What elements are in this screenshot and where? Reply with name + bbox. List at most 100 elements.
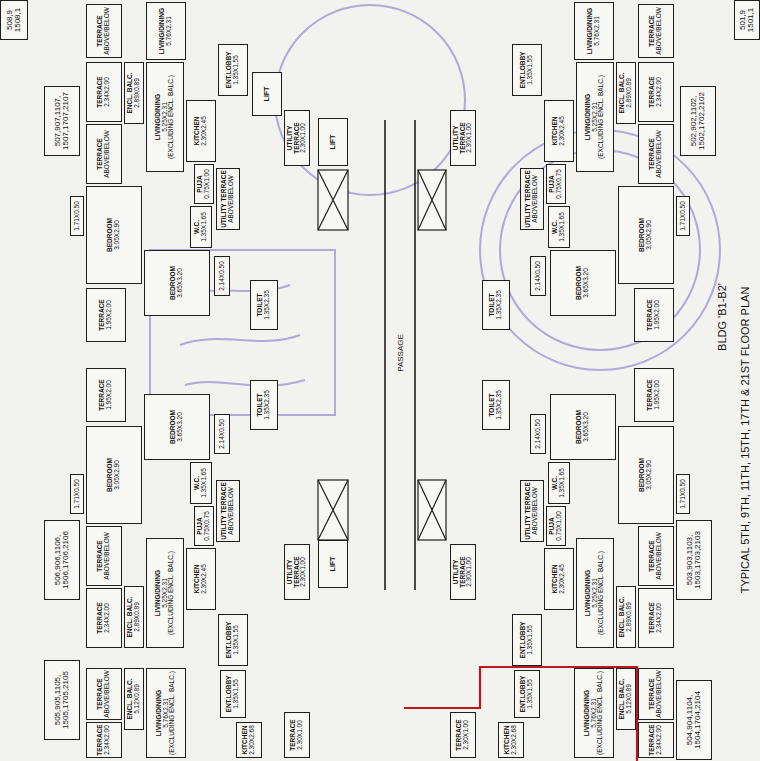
room-name: TERRACE (649, 76, 656, 107)
room-dimension: 2.30X2.45 (201, 116, 208, 146)
ledge-box: 1.71X0.50 (70, 196, 84, 236)
dimension: 2.14X0.50 (219, 419, 226, 449)
room-name: LIVING/DINING (585, 570, 592, 616)
shaft (418, 480, 446, 540)
room-name: KITCHEN (194, 117, 201, 146)
flat-numbers: 508,9 1508,1 (6, 2, 23, 38)
room-name: TERRACE (456, 719, 463, 750)
shaft-cross (318, 480, 348, 540)
room-box: W.C.1.35X1.65 (190, 462, 212, 504)
dimension: 2.14X0.50 (535, 261, 542, 291)
room-box: BEDROOM3.05X2.90 (618, 426, 674, 524)
unit-number-box: 508,9 1508,1 (0, 0, 28, 40)
room-dimension: ABOVE/BELOW (656, 130, 663, 178)
room-box: TERRACEABOVE/BELOW (638, 526, 674, 586)
room-dimension: ABOVE/BELOW (228, 175, 235, 223)
room-name: ENT.LOBBY (226, 676, 233, 713)
room-name: TERRACE (97, 76, 104, 107)
room-name: ENCL. BALC. (127, 72, 134, 113)
room-box: ENT.LOBBY1.35X1.55 (218, 44, 248, 96)
ledge-box: 1.71X0.50 (70, 474, 84, 514)
room-dimension: 2.89X0.89 (626, 78, 633, 108)
shaft-cross (318, 170, 348, 230)
shaft-cross (418, 480, 446, 540)
room-box: KITCHEN2.30X2.45 (186, 100, 216, 162)
room-dimension: ABOVE/BELOW (228, 487, 235, 535)
room-name: PUJA (197, 175, 204, 192)
room-box: W.C.1.35X1.65 (548, 462, 570, 504)
room-box: TOILET1.35X2.35 (482, 380, 510, 430)
flat-numbers: 504,904,1104, 1504,1704,2104 (686, 682, 703, 758)
room-name: LIVING/DINING (159, 8, 166, 54)
room-dimension: 5.76X2.31 (163, 698, 170, 728)
room-name: KITCHEN (552, 117, 559, 146)
ledge-box: 2.14X0.50 (214, 414, 230, 454)
room-dimension: 3.05X2.90 (646, 220, 653, 250)
room-box: KITCHEN2.30X2.45 (544, 548, 574, 610)
wall-line (384, 120, 386, 590)
flat-numbers: 507,907,1107, 1507,1707,2107 (54, 88, 71, 154)
room-dimension: 3.65X3.20 (177, 268, 184, 298)
room-name: BEDROOM (576, 266, 583, 300)
room-box: ENT.LOBBY1.35X1.55 (220, 670, 246, 718)
room-name: ENT.LOBBY (520, 676, 527, 713)
room-box: LIVING/DINING5.76X2.31(EXCLUDING ENCL. B… (146, 668, 186, 758)
room-box: TERRACEABOVE/BELOW (638, 124, 674, 184)
room-box: ENCL. BALC.2.89X0.89 (124, 586, 144, 648)
room-dimension: (EXCLUDING ENCL. BALC.) (598, 75, 605, 159)
shaft (318, 170, 348, 230)
room-box: TERRACEABOVE/BELOW (638, 4, 674, 58)
room-name: BEDROOM (170, 410, 177, 444)
room-dimension: 2.30X2.45 (559, 116, 566, 146)
room-name: TERRACE (647, 379, 654, 410)
room-name: TERRACE (97, 540, 104, 571)
lift-box: LIFT (318, 118, 348, 166)
room-box: BEDROOM3.05X2.90 (618, 186, 674, 284)
room-name: BEDROOM (639, 458, 646, 492)
room-name: KITCHEN (504, 726, 511, 755)
room-dimension: 0.75X0.75 (556, 169, 563, 199)
room-dimension: (EXCLUDING ENCL. BALC.) (598, 551, 605, 635)
unit-number-box: 506,906,1106, 1506,1706,2106 (44, 520, 80, 600)
room-name: LIVING/DINING (156, 690, 163, 736)
room-name: TOILET (257, 394, 264, 417)
dimension: 1.71X0.50 (680, 479, 687, 509)
unit-number-box: 507,907,1107, 1507,1707,2107 (44, 86, 80, 156)
room-name: KITCHEN (552, 565, 559, 594)
room-box: ENT.LOBBY1.35X1.55 (512, 614, 542, 666)
room-name: ENT.LOBBY (226, 52, 233, 89)
room-name: TERRACE (99, 299, 106, 330)
room-box: TERRACE2.34X2.00 (638, 722, 674, 758)
room-box: LIVING/DINING5.76X2.31(EXCLUDING ENCL. B… (574, 668, 614, 758)
room-box: TOILET1.35X2.35 (250, 280, 278, 330)
unit-number-box: 501,9 1501,1 (734, 0, 760, 40)
ledge-box: 2.14X0.50 (214, 256, 230, 296)
room-name: LIVING/DINING (584, 690, 591, 736)
room-dimension: 2.30X2.68 (249, 725, 256, 755)
room-name: LIVING/DINING (155, 570, 162, 616)
room-dimension: 1.35X1.55 (233, 679, 240, 709)
room-dimension: 1.35X1.55 (527, 679, 534, 709)
room-dimension: 2.34X2.00 (656, 725, 663, 755)
room-box: KITCHEN2.30X2.45 (544, 100, 574, 162)
room-box: BEDROOM3.65X3.20 (550, 394, 616, 460)
room-box: TERRACE2.30X1.00 (284, 712, 310, 758)
ledge-box: 2.14X0.50 (530, 414, 546, 454)
room-dimension: 2.30X1.00 (466, 123, 473, 153)
room-box: TERRACE2.30X1.00 (450, 712, 476, 758)
room-name: TERRACE (649, 724, 656, 755)
room-dimension: ABOVE/BELOW (656, 7, 663, 55)
room-name: BEDROOM (107, 458, 114, 492)
room-dimension: ABOVE/BELOW (104, 7, 111, 55)
room-dimension: ABOVE/BELOW (656, 532, 663, 580)
room-box: UTILITY TERRACEABOVE/BELOW (216, 168, 240, 230)
room-box: UTILITY TERRACEABOVE/BELOW (520, 168, 544, 230)
room-name: KITCHEN (194, 565, 201, 594)
room-name: ENT.LOBBY (226, 622, 233, 659)
room-box: ENCL. BALC.5.12X0.89 (124, 668, 144, 730)
room-box: ENT.LOBBY1.35X1.55 (218, 614, 248, 666)
room-dimension: 2.30X1.00 (300, 123, 307, 153)
plan-title: TYPICAL 5TH, 9TH, 11TH, 15TH, 17TH & 21S… (734, 220, 756, 660)
room-box: UTILITY TERRACE2.30X1.00 (284, 110, 310, 166)
room-dimension: 2.30X1.00 (463, 720, 470, 750)
